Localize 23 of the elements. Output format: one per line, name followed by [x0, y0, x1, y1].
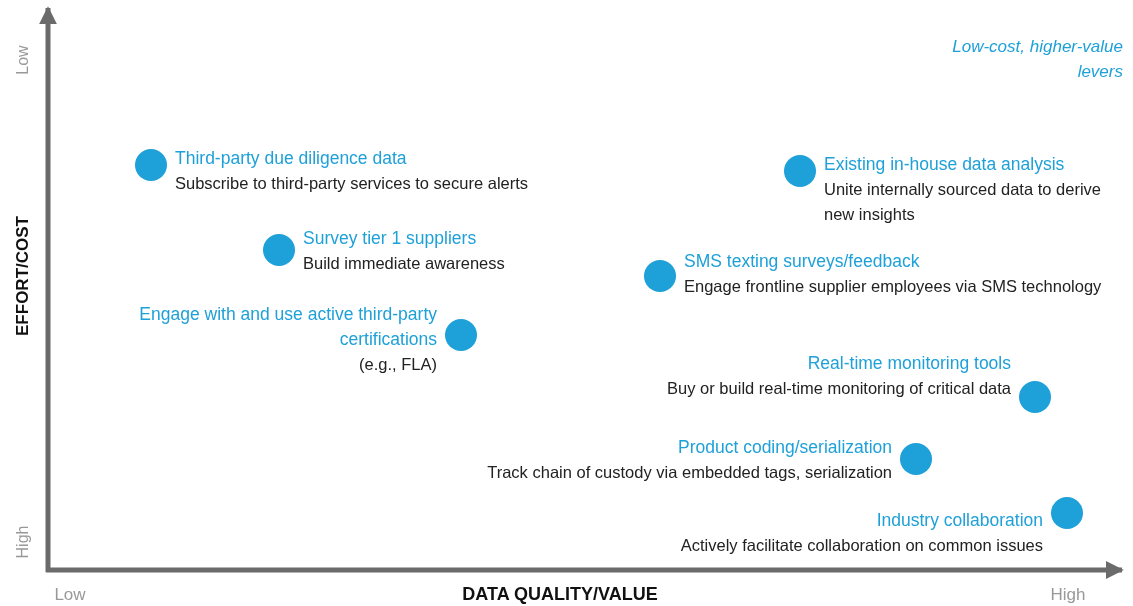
lever-title: Industry collaboration	[876, 509, 1043, 532]
lever-description: Subscribe to third-party services to secure alerts	[175, 173, 529, 194]
lever-title: SMS texting surveys/feedback	[684, 250, 920, 273]
lever-description: Actively facilitate collaboration on common issues	[680, 535, 1043, 556]
lever-description: Unite internally sourced data to derive new insights	[824, 179, 1102, 225]
lever-title: Real-time monitoring tools	[807, 352, 1011, 375]
quadrant-note: Low-cost, higher-value levers	[951, 36, 1123, 83]
axis-title: DATA QUALITY/VALUE	[462, 582, 658, 606]
lever-description: Build immediate awareness	[303, 253, 505, 274]
lever-description: Engage frontline supplier employees via SMS technology	[684, 276, 1102, 297]
lever-description: Track chain of custody via embedded tags, serialization	[487, 462, 892, 483]
lever-description: (e.g., FLA)	[359, 354, 437, 375]
lever-title: Existing in-house data analysis	[824, 153, 1065, 176]
axis-title: EFFORT/COST	[11, 216, 33, 336]
axis-tick-label: Low	[12, 45, 32, 75]
axis-tick-label: High	[12, 525, 32, 559]
lever-title: Engage with and use active third-party certifications	[138, 303, 437, 351]
lever-description: Buy or build real-time monitoring of critical data	[667, 378, 1011, 399]
axis-tick-label: Low	[54, 583, 86, 606]
axis-tick-label: High	[1050, 583, 1086, 606]
lever-title: Third-party due diligence data	[175, 147, 407, 170]
lever-title: Product coding/serialization	[678, 436, 892, 459]
lever-title: Survey tier 1 suppliers	[303, 227, 477, 250]
